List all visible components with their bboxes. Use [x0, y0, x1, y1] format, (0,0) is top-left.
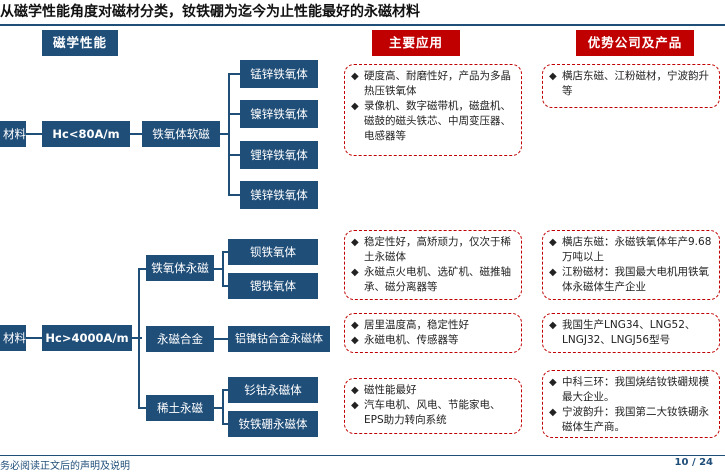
- company-item: 江粉磁材：我国最大电机用铁氧体永磁体生产企业: [549, 265, 713, 295]
- applications-ferrite-soft: 硬度高、耐磨性好，产品为多晶热压铁氧体 录像机、数字磁带机，磁盘机、磁鼓的磁头铁…: [344, 64, 522, 156]
- company-item: 我国生产LNG34、LNG52、LNGJ32、LNGJ56型号: [549, 318, 713, 348]
- connector: [228, 73, 240, 75]
- root-permanent-magnetic-material: 材料: [0, 325, 26, 351]
- criterion-soft: Hc<80A/m: [42, 121, 130, 147]
- connector: [228, 194, 240, 196]
- type-rare-earth-permanent: 稀土永磁: [146, 395, 214, 421]
- connector: [26, 337, 42, 339]
- connector: [222, 251, 228, 253]
- connector: [26, 133, 42, 135]
- connector: [228, 113, 240, 115]
- type-ferrite-permanent: 铁氧体永磁: [146, 255, 214, 281]
- type-ferrite-soft: 铁氧体软磁: [142, 121, 220, 147]
- header-main-application: 主要应用: [372, 30, 460, 56]
- subtype-lizn-ferrite: 锂锌铁氧体: [240, 141, 318, 169]
- header-leading-companies: 优势公司及产品: [576, 30, 694, 56]
- companies-ferrite-soft: 横店东磁、江粉磁材，宁波韵升等: [542, 64, 720, 108]
- subtype-alnico-magnet: 铝镍钴合金永磁体: [228, 326, 330, 352]
- companies-ferrite-permanent: 横店东磁：永磁铁氧体年产9.68万吨以上 江粉磁材：我国最大电机用铁氧体永磁体生…: [542, 230, 720, 300]
- footer-page-number: 10 / 24: [674, 457, 713, 468]
- connector: [132, 337, 142, 339]
- application-item: 永磁电机、传感器等: [351, 333, 515, 348]
- type-permanent-alloy: 永磁合金: [146, 326, 214, 352]
- applications-ferrite-permanent: 稳定性好，高矫顽力，仅次于稀土永磁体 永磁点火电机、选矿机、磁推轴承、磁分离器等: [344, 230, 522, 300]
- subtype-barium-ferrite: 钡铁氧体: [228, 239, 318, 265]
- applications-rare-earth: 磁性能最好 汽车电机、风电、节能家电、EPS助力转向系统: [344, 378, 522, 434]
- application-item: 稳定性好，高矫顽力，仅次于稀土永磁体: [351, 235, 515, 265]
- application-item: 磁性能最好: [351, 383, 515, 398]
- companies-permanent-alloy: 我国生产LNG34、LNG52、LNGJ32、LNGJ56型号: [542, 313, 720, 353]
- connector: [214, 407, 224, 409]
- subtype-mnzn-ferrite: 锰锌铁氧体: [240, 60, 318, 88]
- page-title: 从磁学性能角度对磁材分类，钕铁硼为迄今为止性能最好的永磁材料: [0, 4, 420, 20]
- title-divider: [0, 24, 725, 26]
- branch-line: [138, 268, 140, 408]
- connector: [222, 285, 228, 287]
- connector: [222, 389, 228, 391]
- application-item: 硬度高、耐磨性好，产品为多晶热压铁氧体: [351, 69, 515, 99]
- subtype-smco-magnet: 钐钴永磁体: [228, 377, 318, 403]
- footer-disclaimer: 务必阅读正文后的声明及说明: [0, 461, 130, 472]
- subtype-mgzn-ferrite: 镁锌铁氧体: [240, 181, 318, 209]
- connector: [220, 133, 228, 135]
- branch-line: [222, 251, 224, 287]
- branch-line: [228, 73, 230, 195]
- subtype-nizn-ferrite: 镍锌铁氧体: [240, 100, 318, 128]
- company-item: 中科三环：我国烧结钕铁硼规模最大企业。: [549, 375, 713, 405]
- connector: [214, 268, 224, 270]
- subtype-strontium-ferrite: 锶铁氧体: [228, 273, 318, 299]
- header-magnetic-property: 磁学性能: [42, 30, 118, 56]
- branch-line: [222, 389, 224, 425]
- application-item: 居里温度高，稳定性好: [351, 318, 515, 333]
- connector: [138, 407, 146, 409]
- connector: [130, 133, 142, 135]
- company-item: 横店东磁：永磁铁氧体年产9.68万吨以上: [549, 235, 713, 265]
- connector: [228, 154, 240, 156]
- footer-divider: [0, 455, 725, 456]
- company-item: 宁波韵升：我国第二大钕铁硼永磁体生产商。: [549, 405, 713, 435]
- application-item: 永磁点火电机、选矿机、磁推轴承、磁分离器等: [351, 265, 515, 295]
- connector: [138, 268, 146, 270]
- application-item: 录像机、数字磁带机，磁盘机、磁鼓的磁头铁芯、中周变压器、电感器等: [351, 99, 515, 144]
- criterion-permanent: Hc>4000A/m: [42, 325, 132, 351]
- connector: [214, 338, 228, 340]
- root-soft-magnetic-material: 材料: [0, 121, 26, 147]
- applications-permanent-alloy: 居里温度高，稳定性好 永磁电机、传感器等: [344, 313, 522, 353]
- application-item: 汽车电机、风电、节能家电、EPS助力转向系统: [351, 398, 515, 428]
- companies-rare-earth: 中科三环：我国烧结钕铁硼规模最大企业。 宁波韵升：我国第二大钕铁硼永磁体生产商。: [542, 370, 720, 438]
- company-item: 横店东磁、江粉磁材，宁波韵升等: [549, 69, 713, 99]
- subtype-ndfeb-magnet: 钕铁硼永磁体: [228, 411, 318, 437]
- connector: [222, 423, 228, 425]
